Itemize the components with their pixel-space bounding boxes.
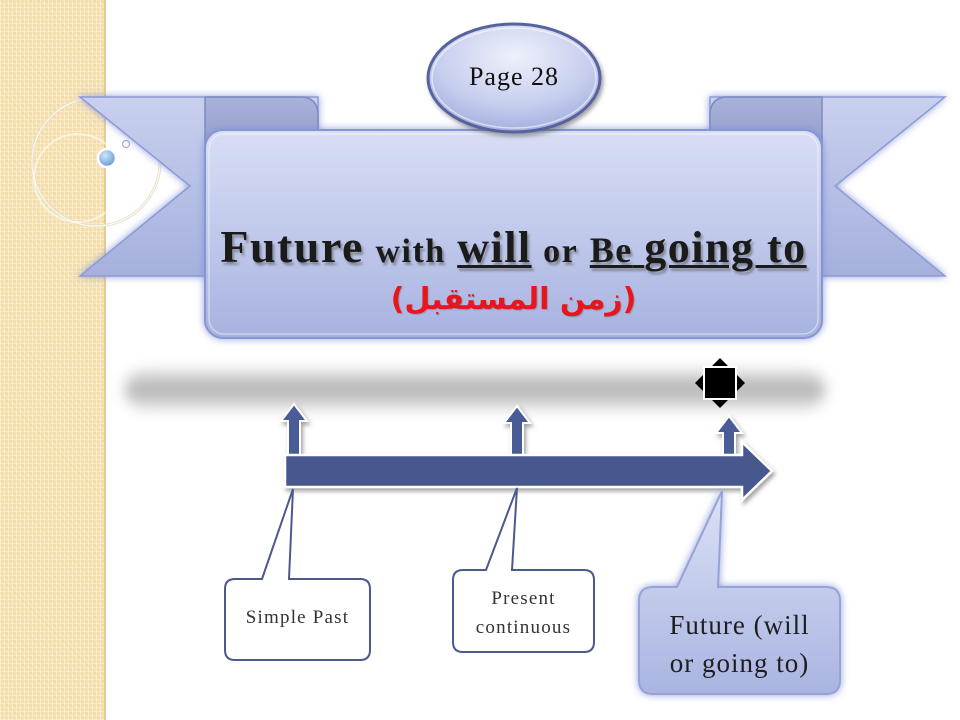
diamond-marker-icon (695, 358, 745, 408)
up-arrow-icon (278, 402, 310, 456)
callout-line: Future (will (669, 610, 810, 640)
callout-present-continuous (452, 487, 595, 653)
ribbon-panel-highlight (208, 133, 819, 335)
diamond-marker-square (703, 366, 737, 400)
title-word-going-to: going to (644, 223, 807, 272)
page-badge-oval (426, 22, 602, 134)
decorative-ring-small (33, 133, 123, 223)
title-word-future: Future (220, 221, 364, 272)
title-word-be: Be (589, 230, 633, 270)
left-decorative-strip (0, 0, 106, 720)
callout-simple-past (224, 488, 371, 661)
callout-label-future: Future (will or going to) (639, 606, 840, 682)
callout-future (638, 490, 841, 695)
callout-line: Present (491, 588, 556, 609)
page-badge-shape (426, 22, 602, 134)
up-arrow-icon (501, 404, 533, 456)
title-word-with: with (375, 233, 446, 270)
decorative-tiny-ring (121, 139, 131, 149)
subtitle-arabic: (زمن المستقبل) (390, 282, 637, 317)
title-banner (77, 96, 948, 339)
callout-label-present-continuous: Present continuous (453, 584, 594, 642)
title-word-will: will (457, 223, 532, 272)
banner-shadow-band (125, 370, 825, 410)
timeline-pointers (278, 402, 745, 458)
callout-line: or going to) (669, 648, 810, 678)
title-phrase-be-going-to: Be going to (589, 223, 807, 272)
callout-line: Simple Past (245, 607, 350, 628)
page-badge: Page 28 (468, 62, 560, 91)
callout-label-simple-past: Simple Past (225, 604, 370, 632)
page-badge-highlight (431, 27, 597, 129)
decorative-blue-dot (96, 147, 118, 169)
timeline-arrow (283, 439, 774, 503)
page-title: Future with will or Be going to (205, 219, 822, 280)
up-arrow-icon (713, 414, 745, 458)
callout-line: continuous (475, 617, 572, 638)
title-word-or: or (543, 233, 579, 270)
